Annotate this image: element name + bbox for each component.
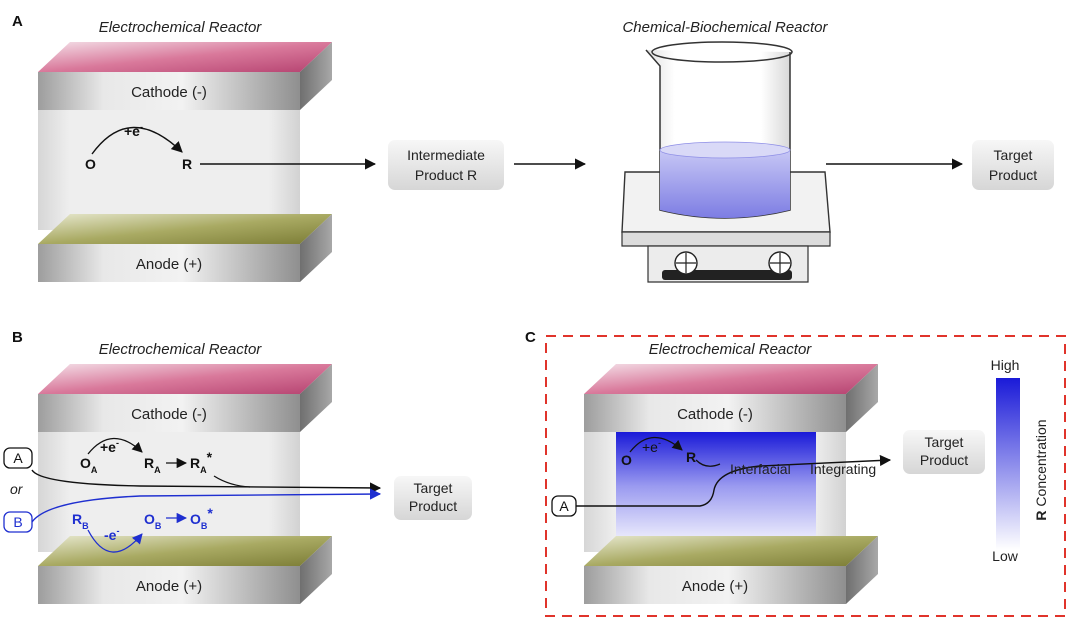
panel-a-letter: A <box>12 13 23 30</box>
panel-c-input-a: A <box>559 498 569 514</box>
panel-c-target-line2: Product <box>920 452 968 468</box>
panel-b-r-a-star: RA* <box>190 449 213 475</box>
intermediate-line2: Product R <box>415 167 477 183</box>
panel-b-electro-title: Electrochemical Reactor <box>99 341 263 358</box>
cathode-b-side <box>300 364 332 432</box>
panel-b-input-b-box <box>3 511 33 533</box>
panel-c-reduced: R <box>686 449 696 465</box>
panel-a-electro-title: Electrochemical Reactor <box>99 19 263 36</box>
scale-low-label: Low <box>992 548 1019 564</box>
panel-a-anode-label: Anode (+) <box>136 256 202 273</box>
panel-a-cathode-label: Cathode (-) <box>131 84 207 101</box>
panel-a-reactor: Cathode (-) Anode (+) <box>38 42 332 282</box>
panel-b-o-b-star: OB* <box>190 505 213 531</box>
panel-c-reduction-arrow <box>629 436 683 453</box>
panel-a-reduced: R <box>182 156 192 172</box>
anode-c-front <box>584 566 846 604</box>
intermediate-line1: Intermediate <box>407 147 485 163</box>
panel-b-electron-plus: +e- <box>100 438 119 455</box>
anode-a-top <box>38 214 332 244</box>
beaker-icon <box>645 41 793 219</box>
anode-a-front <box>38 244 300 282</box>
panel-c-electron: +e- <box>642 438 661 455</box>
panel-b-letter: B <box>12 329 23 346</box>
panel-c-target-line1: Target <box>925 434 964 450</box>
panel-b-target-box <box>394 476 472 520</box>
scale-high-label: High <box>991 357 1020 373</box>
anode-c-top <box>584 536 878 566</box>
panel-b-a-join <box>213 475 251 488</box>
cathode-c-top <box>584 364 878 394</box>
concentration-scale-bar <box>996 378 1020 550</box>
panel-a-oxidized: O <box>85 156 96 172</box>
cathode-a-side <box>300 42 332 110</box>
panel-b-input-b: B <box>13 514 22 530</box>
panel-b-b-oxidation-arrow <box>87 529 143 553</box>
panel-b-target-line2: Product <box>409 498 457 514</box>
panel-b-o-a: OA <box>80 455 98 475</box>
panel-b-target-line1: Target <box>414 480 453 496</box>
panel-a-electron: +e- <box>124 122 143 139</box>
anode-b-front <box>38 566 300 604</box>
panel-b-input-a: A <box>13 450 23 466</box>
panel-b-a-path-arrow <box>31 469 382 494</box>
scale-axis-label: R Concentration <box>1033 419 1049 520</box>
panel-b-reactor: Cathode (-) Anode (+) <box>38 364 332 604</box>
panel-b-anode-label: Anode (+) <box>136 578 202 595</box>
panel-c-reactor: Cathode (-) Anode (+) <box>584 364 878 604</box>
anode-b-top <box>38 536 332 566</box>
panel-b-r-a: RA <box>144 455 161 475</box>
panel-b-cathode-label: Cathode (-) <box>131 406 207 423</box>
panel-b-a-reduction-arrow <box>87 437 143 455</box>
concentration-gradient <box>616 432 816 552</box>
anode-c-side <box>846 536 878 604</box>
panel-b-b-path-arrow <box>31 488 382 523</box>
chamber-a <box>38 110 300 230</box>
panel-c-cathode-label: Cathode (-) <box>677 406 753 423</box>
panel-c-r-join <box>695 459 721 467</box>
panel-c-interfacial: Interfacial <box>730 461 791 477</box>
intermediate-box <box>388 140 504 190</box>
panel-a-target-line2: Product <box>989 167 1037 183</box>
panel-a-reduction-arrow <box>91 126 183 155</box>
panel-b-o-b: OB <box>144 511 162 531</box>
cathode-b-top <box>38 364 332 394</box>
panel-a-target-line1: Target <box>994 147 1033 163</box>
panel-c-integrating: Integrating <box>810 461 876 477</box>
panel-c-a-path-arrow <box>576 454 892 507</box>
panel-a-target-box <box>972 140 1054 190</box>
panel-c-letter: C <box>525 329 536 346</box>
cathode-a-top <box>38 42 332 72</box>
anode-a-side <box>300 214 332 282</box>
cathode-b-front <box>38 394 300 432</box>
panel-b-r-b: RB <box>72 511 89 531</box>
chamber-b <box>38 432 300 552</box>
panel-c-target-box <box>903 430 985 474</box>
panel-b-or: or <box>10 481 24 497</box>
panel-c-dashed-border <box>545 335 1066 617</box>
panel-c-electro-title: Electrochemical Reactor <box>649 341 813 358</box>
cathode-c-front <box>584 394 846 432</box>
cathode-c-side <box>846 364 878 432</box>
panel-b-electron-minus: -e- <box>104 526 119 543</box>
panel-a-chem-title: Chemical-Biochemical Reactor <box>622 19 828 36</box>
anode-b-side <box>300 536 332 604</box>
panel-b-input-a-box <box>3 447 33 469</box>
panel-c-oxidized: O <box>621 452 632 468</box>
panel-c-anode-label: Anode (+) <box>682 578 748 595</box>
cathode-a-front <box>38 72 300 110</box>
